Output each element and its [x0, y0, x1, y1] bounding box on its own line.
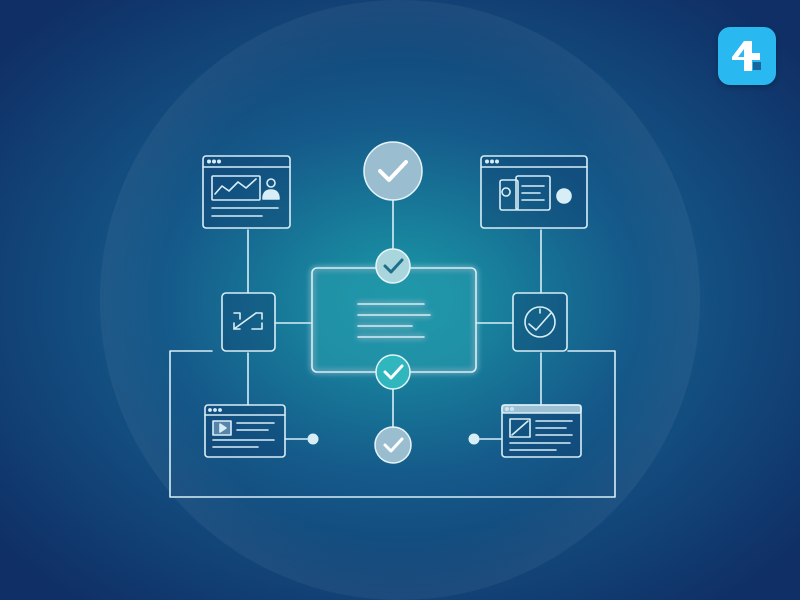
- image-list-window-icon: [501, 404, 582, 458]
- check-badge-center-top: [375, 248, 411, 284]
- connectors: [169, 199, 616, 498]
- transfer-arrows-icon: [221, 292, 276, 352]
- check-icon: [378, 160, 408, 182]
- document-lines-icon: [357, 303, 431, 338]
- brand-logo-icon: [718, 27, 776, 85]
- gauge-icon: [512, 292, 568, 352]
- check-badge-bottom: [374, 426, 412, 464]
- media-list-window-icon: [204, 404, 286, 458]
- check-icon: [383, 258, 404, 274]
- profile-card-window-icon: [480, 155, 588, 229]
- check-icon: [383, 437, 404, 453]
- junction-dot-left: [307, 433, 319, 445]
- junction-dot-right: [468, 433, 480, 445]
- analytics-window-icon: [202, 155, 291, 229]
- check-badge-top: [363, 141, 423, 201]
- check-badge-center-bottom: [375, 354, 411, 390]
- check-icon: [383, 364, 404, 380]
- connector-outer-loop: [169, 350, 616, 498]
